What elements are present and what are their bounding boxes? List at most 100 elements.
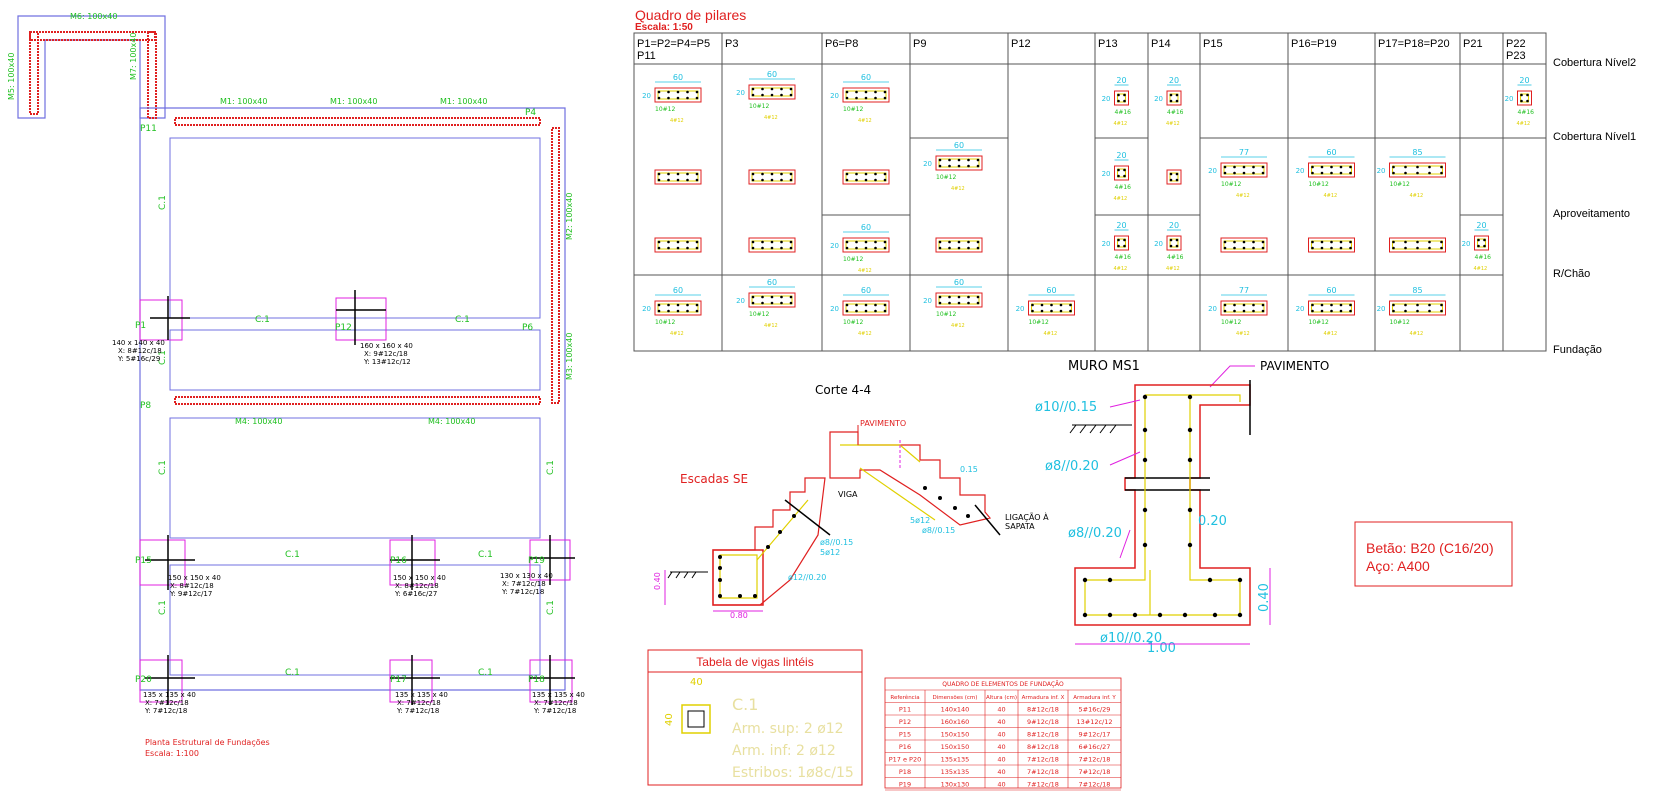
pillar-dimension: 20: [1296, 167, 1305, 175]
rebar-dot: [845, 178, 849, 182]
rebar-dot: [780, 240, 783, 244]
pillar-column-header: P15: [1203, 38, 1223, 50]
pillar-stirrup-label: 4#12: [1517, 121, 1531, 127]
rebar-dot: [1233, 303, 1236, 307]
wall-label-m4-a: M4: 100x40: [235, 417, 282, 426]
rebar-dot: [770, 240, 774, 244]
pillar-rebar-label: 10#12: [1029, 319, 1049, 326]
rebar-dot: [1440, 303, 1443, 307]
table-cell: 40: [997, 718, 1005, 726]
rebar-dot: [657, 90, 661, 94]
corte-dim: 0.15: [960, 465, 978, 474]
beam-label: C.1: [158, 460, 168, 475]
pillar-stirrup-label: 4#12: [1410, 193, 1424, 199]
escadas-rebar-3: ø12//0.20: [788, 573, 826, 582]
rebar-dot: [1440, 309, 1443, 313]
rebar-dot: [1416, 303, 1419, 307]
rebar-dot: [1477, 238, 1480, 242]
wall-label-m2: M2: 100x40: [565, 193, 574, 240]
pillar-dimension: 20: [1102, 240, 1111, 248]
wall-label-m3: M3: 100x40: [565, 333, 574, 380]
pillar-section-outline: [1474, 235, 1489, 251]
pillar-section-outline: [1114, 165, 1129, 181]
rebar-dot: [780, 246, 783, 250]
rebar-dot: [1392, 309, 1395, 313]
rebar-dot: [780, 93, 783, 97]
rebar-dot: [1233, 165, 1236, 169]
pillar-section-rebar: [1520, 93, 1529, 103]
pillar-dimension: 60: [861, 286, 871, 295]
escadas-bars: [718, 514, 796, 598]
muro-rebar-4: ø10//0.20: [1100, 631, 1162, 646]
pillar-rebar-label: 4#16: [1518, 109, 1535, 116]
rebar-dot: [874, 240, 877, 244]
level-label-cobertura2: Cobertura Nível2: [1553, 57, 1636, 69]
svg-text:Y: 7#12c/18: Y: 7#12c/18: [501, 588, 544, 596]
pillar-label-p19: P19: [528, 556, 545, 566]
rebar-dot: [967, 295, 970, 299]
footing-p11: [139, 299, 183, 341]
rebar-dot: [1311, 240, 1314, 244]
rebar-dot: [874, 90, 877, 94]
muro-bars: [1082, 394, 1243, 618]
rebar-dot: [1311, 171, 1314, 175]
rebar-dot: [1349, 171, 1352, 175]
pillar-section-outline: [1220, 162, 1268, 178]
vigas-estribos: Estribos: 1ø8c/15: [732, 765, 854, 781]
rebar-dot: [1330, 165, 1333, 169]
pillar-column-header: P22: [1506, 38, 1526, 50]
rebar-dot: [695, 90, 699, 94]
rebar-dot: [1223, 171, 1227, 175]
pillar-dimension: 60: [861, 73, 871, 82]
footing-p15: [139, 539, 186, 586]
rebar-dot: [1404, 171, 1407, 175]
pillar-dimension: 20: [642, 92, 651, 100]
pillar-dimension: 20: [1154, 240, 1163, 248]
rebar-dot: [855, 178, 858, 182]
escadas-ground: [667, 571, 708, 579]
rebar-dot: [1404, 303, 1407, 307]
rebar-dot: [1252, 171, 1255, 175]
pillar-marks: [145, 290, 575, 705]
rebar-dot: [957, 246, 961, 250]
rebar-dot: [845, 240, 849, 244]
pillar-column-header: P14: [1151, 38, 1171, 50]
escadas-rebar: [719, 499, 809, 599]
pillar-section-outline: [654, 87, 702, 103]
beam-label: C.1: [255, 315, 270, 325]
pillar-section-outline: [1389, 237, 1446, 253]
pillar-section-rebar: [1117, 93, 1126, 103]
svg-text:135 x 135 x 40: 135 x 135 x 40: [532, 691, 585, 699]
rebar-dot: [789, 87, 793, 91]
table-cell: 40: [997, 743, 1005, 751]
rebar-dot: [695, 309, 699, 313]
rebar-dot: [883, 246, 887, 250]
corte-ligacao-2: SAPATA: [1005, 522, 1035, 531]
svg-text:135 x 135 x 40: 135 x 135 x 40: [395, 691, 448, 699]
pillar-rebar-label: 10#12: [1390, 319, 1410, 326]
corte-detail: Corte 4-4 PAVIMENTO VIGA 0.15 5ø12 ø8//0…: [815, 383, 1049, 536]
rebar-dot: [1311, 246, 1314, 250]
pillar-rebar-label: 10#12: [843, 256, 863, 263]
svg-text:135 x 135 x 40: 135 x 135 x 40: [143, 691, 196, 699]
rebar-dot: [1261, 246, 1265, 250]
rebar-dot: [657, 309, 661, 313]
escadas-title: Escadas SE: [680, 472, 748, 486]
rebar-dot: [761, 178, 764, 182]
rebar-dot: [1261, 240, 1265, 244]
pillar-section: [748, 169, 796, 185]
rebar-dot: [1428, 240, 1431, 244]
corte-profile: [829, 431, 992, 526]
rebar-dot: [770, 246, 774, 250]
svg-text:X: 7#12c/18: X: 7#12c/18: [534, 699, 578, 707]
vigas-name: C.1: [732, 695, 758, 714]
rebar-dot: [1330, 303, 1333, 307]
rebar-dot: [874, 96, 877, 100]
svg-text:Y: 7#12c/18: Y: 7#12c/18: [533, 707, 576, 715]
rebar-dot: [1349, 165, 1352, 169]
rebar-dot: [1252, 240, 1255, 244]
foundation-plan: M6: 100x40 M5: 100x40 M7: 100x40 M1: 100…: [7, 12, 585, 758]
rebar-dot: [770, 301, 774, 305]
